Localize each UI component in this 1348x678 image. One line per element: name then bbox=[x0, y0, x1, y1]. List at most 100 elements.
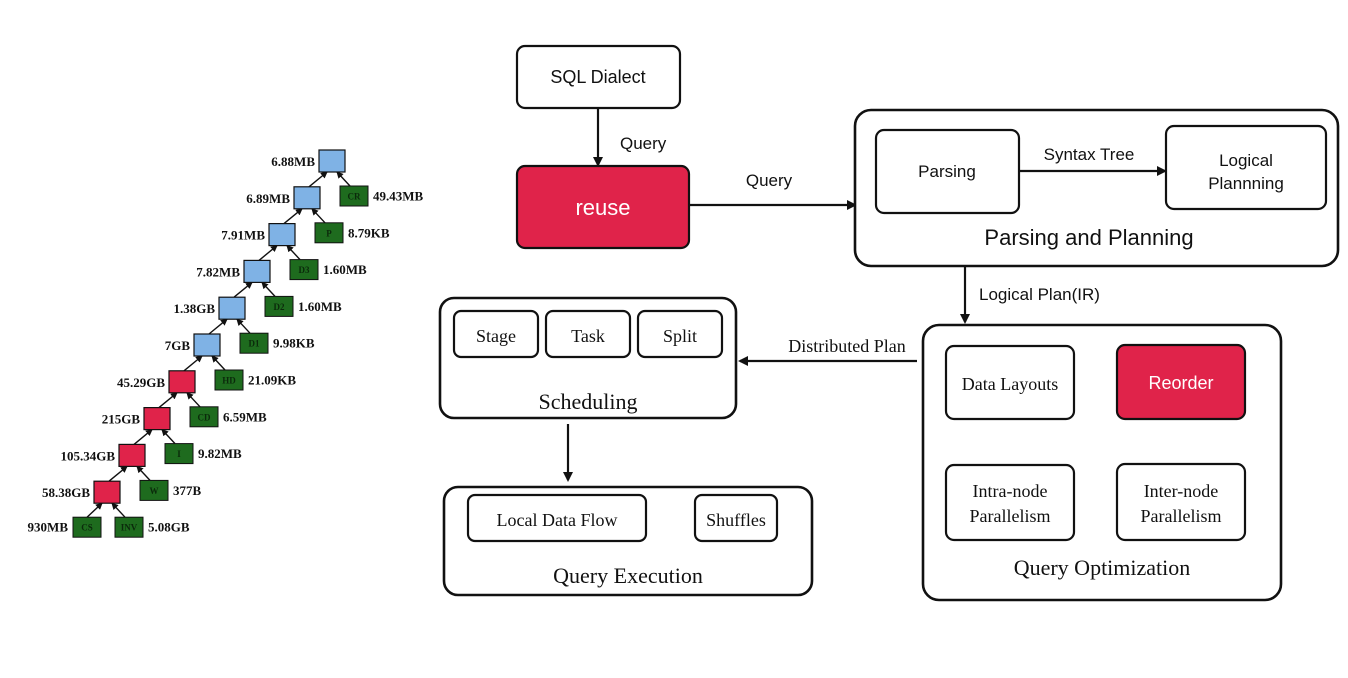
reorder-box bbox=[1115, 343, 1247, 421]
leaf-size-label: 9.82MB bbox=[198, 446, 242, 461]
leaf-name-label: P bbox=[326, 228, 332, 238]
leaf-size-label: 377B bbox=[173, 483, 202, 498]
leaf-node bbox=[264, 295, 294, 317]
leaf-size-label: 49.43MB bbox=[373, 189, 424, 204]
distributed-plan-label: Distributed Plan bbox=[788, 336, 906, 356]
query-optimization-title: Query Optimization bbox=[1014, 555, 1191, 580]
join-size-label: 7.82MB bbox=[196, 264, 240, 279]
join-node bbox=[218, 296, 246, 320]
leaf-name-label: CS bbox=[81, 523, 93, 533]
tree-edge-left bbox=[283, 208, 303, 225]
parsing-label: Parsing bbox=[918, 162, 976, 181]
syntax-tree-label: Syntax Tree bbox=[1044, 145, 1135, 164]
stage-box bbox=[452, 309, 540, 359]
leaf-name-label: D3 bbox=[299, 265, 310, 275]
task-box bbox=[544, 309, 632, 359]
join-size-label: 6.88MB bbox=[271, 154, 315, 169]
tree-edge-left bbox=[183, 355, 203, 372]
join-node bbox=[93, 480, 121, 504]
tree-edge-right bbox=[286, 244, 301, 261]
stage-label: Stage bbox=[476, 326, 516, 346]
join-node bbox=[293, 186, 321, 210]
logical-planning-box bbox=[1164, 124, 1328, 211]
query-label-1: Query bbox=[620, 134, 667, 153]
tree-edge-left bbox=[208, 318, 228, 335]
local-data-flow-box bbox=[466, 493, 648, 543]
leaf-node bbox=[189, 406, 219, 428]
tree-edge-right bbox=[336, 171, 351, 187]
tree-edge-right bbox=[161, 428, 176, 445]
leaf-name-label: INV bbox=[121, 523, 138, 533]
reuse-box bbox=[515, 164, 691, 250]
tree-edge-right bbox=[311, 208, 326, 224]
join-node bbox=[118, 443, 146, 467]
leaf-name-label: HD bbox=[222, 376, 236, 386]
join-node bbox=[268, 223, 296, 247]
leaf-name-label: CD bbox=[198, 412, 211, 422]
leaf-size-label: 8.79KB bbox=[348, 225, 390, 240]
join-tree: 6.88MB CR 49.43MB 6.89MB P 8.79KB 7.91MB D3 1.60… bbox=[28, 149, 424, 538]
query-label-2: Query bbox=[746, 171, 793, 190]
leaf-size-label: 21.09KB bbox=[248, 373, 296, 388]
leaf-name-label: CR bbox=[348, 192, 361, 202]
data-layouts-box bbox=[944, 344, 1076, 421]
leaf-size-label: 1.60MB bbox=[298, 299, 342, 314]
leaf-node bbox=[214, 369, 244, 391]
join-node bbox=[243, 259, 271, 283]
leaf-name-label: D1 bbox=[249, 339, 260, 349]
join-size-label: 6.89MB bbox=[246, 191, 290, 206]
leaf-node bbox=[139, 479, 169, 501]
tree-edge-left bbox=[308, 171, 328, 188]
join-size-label: 105.34GB bbox=[60, 448, 115, 463]
inter-node-line2: Parallelism bbox=[1141, 506, 1222, 526]
tree-edge-right bbox=[211, 355, 226, 371]
scheduling-title: Scheduling bbox=[539, 389, 638, 414]
join-node bbox=[318, 149, 346, 173]
leaf-node bbox=[239, 332, 269, 354]
tree-edge-right bbox=[261, 281, 276, 297]
leaf-size-label: 930MB bbox=[28, 520, 69, 535]
intra-node-line2: Parallelism bbox=[970, 506, 1051, 526]
leaf-size-label: 1.60MB bbox=[323, 262, 367, 277]
reorder-label: Reorder bbox=[1148, 373, 1213, 393]
join-size-label: 7.91MB bbox=[221, 228, 265, 243]
tree-edge-right bbox=[111, 502, 126, 518]
tree-edge-right bbox=[136, 465, 151, 481]
join-size-label: 58.38GB bbox=[42, 485, 90, 500]
join-node bbox=[168, 370, 196, 394]
local-data-flow-label: Local Data Flow bbox=[497, 510, 618, 530]
leaf-size-label: 5.08GB bbox=[148, 520, 190, 535]
leaf-node bbox=[314, 222, 344, 244]
parsing-and-planning-title: Parsing and Planning bbox=[984, 225, 1193, 250]
leaf-node bbox=[114, 516, 144, 538]
inter-node-line1: Inter-node bbox=[1144, 481, 1219, 501]
leaf-node bbox=[339, 185, 369, 207]
leaf-name-label: W bbox=[150, 486, 159, 496]
tree-edge-right bbox=[236, 318, 251, 334]
split-box bbox=[636, 309, 724, 359]
shuffles-label: Shuffles bbox=[706, 510, 766, 530]
data-layouts-label: Data Layouts bbox=[962, 374, 1058, 394]
join-size-label: 7GB bbox=[165, 338, 191, 353]
leaf-node bbox=[289, 259, 319, 281]
join-node bbox=[143, 407, 171, 431]
logical-label-line1: Logical bbox=[1219, 151, 1273, 170]
leaf-node bbox=[164, 443, 194, 465]
task-label: Task bbox=[571, 326, 605, 346]
tree-edge-left bbox=[158, 392, 178, 409]
tree-edge-left bbox=[133, 428, 153, 445]
logical-plan-label: Logical Plan(IR) bbox=[979, 285, 1100, 304]
tree-edge-right bbox=[186, 392, 201, 408]
tree-edge-left bbox=[258, 244, 278, 261]
join-node bbox=[193, 333, 221, 357]
tree-edge-left bbox=[108, 465, 128, 482]
leaf-node-bottom-left bbox=[72, 516, 102, 538]
join-size-label: 45.29GB bbox=[117, 375, 165, 390]
join-size-label: 215GB bbox=[102, 412, 141, 427]
intra-node-line1: Intra-node bbox=[973, 481, 1048, 501]
tree-edge-left bbox=[86, 502, 103, 518]
logical-label-line2: Plannning bbox=[1208, 174, 1284, 193]
leaf-size-label: 9.98KB bbox=[273, 336, 315, 351]
inter-node-box bbox=[1115, 462, 1247, 542]
